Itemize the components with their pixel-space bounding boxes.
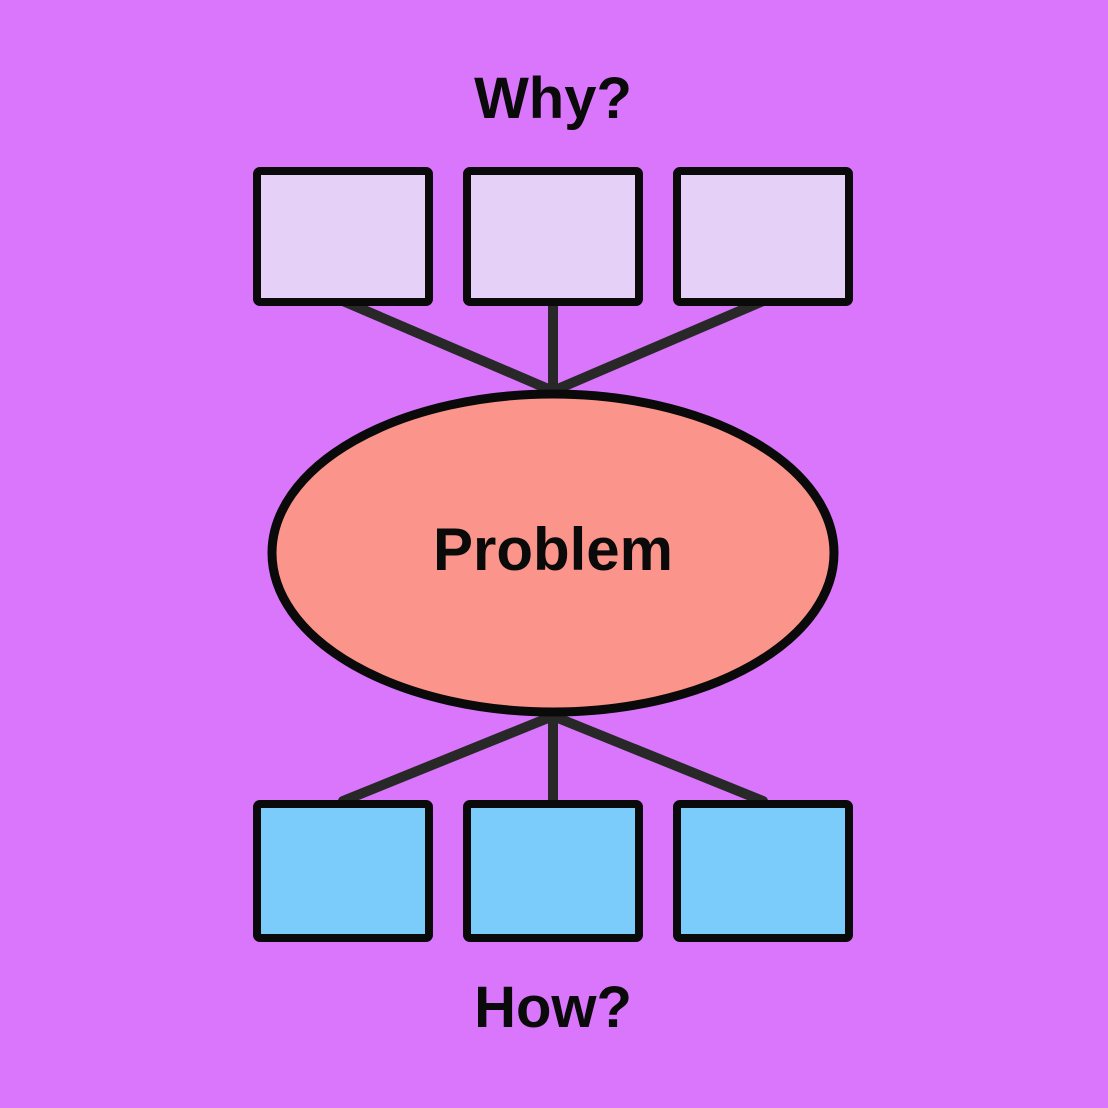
connector-why-1: [338, 296, 558, 396]
problem-ellipse: [267, 389, 839, 717]
problem-label: Problem: [433, 516, 673, 583]
how-box-1: [253, 800, 433, 942]
how-box-2: [463, 800, 643, 942]
why-box-1: [253, 167, 433, 306]
why-box-2: [463, 167, 643, 306]
why-heading: Why?: [474, 66, 632, 131]
connector-how-3: [548, 711, 768, 806]
how-box-3: [673, 800, 853, 942]
why-box-3: [673, 167, 853, 306]
connector-why-3: [548, 296, 768, 396]
how-heading: How?: [474, 975, 632, 1040]
connector-how-1: [338, 711, 558, 806]
